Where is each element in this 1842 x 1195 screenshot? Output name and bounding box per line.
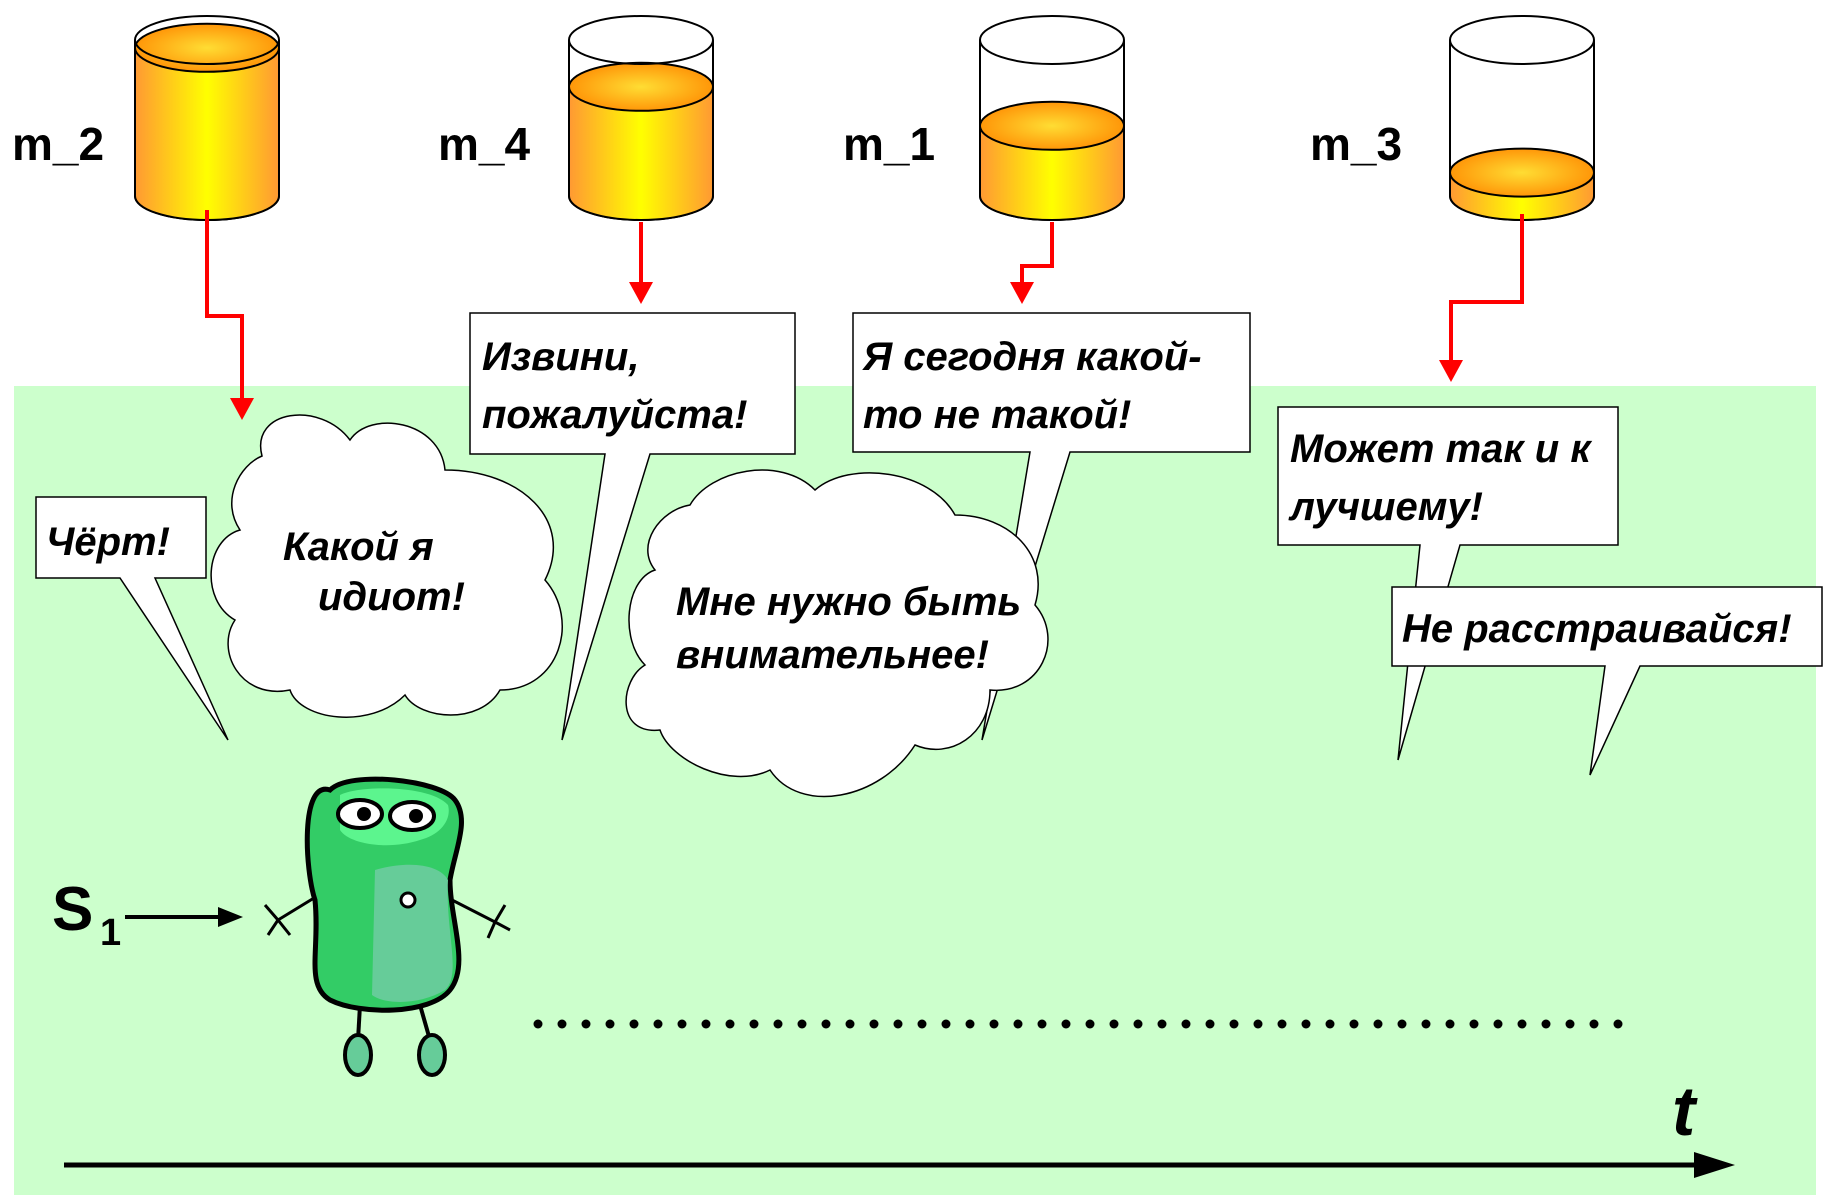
bubble-chert-text: Чёрт! — [46, 520, 170, 564]
thought-attentive-line1: Мне нужно быть — [676, 580, 1021, 624]
thought-cloud-attentive: Мне нужно быть внимательнее! — [625, 469, 1049, 798]
time-axis: t — [64, 1072, 1735, 1178]
beaker-icon — [1449, 15, 1595, 221]
dot — [1205, 1019, 1215, 1029]
dot — [1061, 1019, 1071, 1029]
liquid — [979, 124, 1125, 221]
dot — [893, 1019, 903, 1029]
time-axis-label: t — [1672, 1072, 1698, 1150]
dot — [1517, 1019, 1527, 1029]
bubble-better-line1: Может так и к — [1290, 427, 1592, 471]
dot — [1181, 1019, 1191, 1029]
dot — [797, 1019, 807, 1029]
thought-cloud-idiot: Какой я идиот! — [210, 414, 563, 718]
thought-idiot-line1: Какой я — [283, 525, 434, 569]
jars-row — [134, 15, 1595, 221]
bubble-today-line1: Я сегодня какой- — [862, 335, 1202, 379]
bubble-sorry-line1: Извини, — [482, 335, 639, 379]
dot — [749, 1019, 759, 1029]
red-arrows — [205, 210, 1524, 420]
dot — [1325, 1019, 1335, 1029]
beaker-icon — [979, 15, 1125, 221]
dot — [1253, 1019, 1263, 1029]
bubble-sorry: Извини, пожалуйста! — [469, 312, 796, 741]
dot — [1421, 1019, 1431, 1029]
dot — [653, 1019, 663, 1029]
jar-label-m4: m_4 — [438, 118, 530, 170]
dot — [1277, 1019, 1287, 1029]
dot — [701, 1019, 711, 1029]
dot — [1157, 1019, 1167, 1029]
bubble-sorry-line2: пожалуйста! — [482, 393, 747, 437]
beaker-icon — [134, 15, 280, 221]
jar-label-m2: m_2 — [12, 118, 104, 170]
dot — [1541, 1019, 1551, 1029]
dot — [773, 1019, 783, 1029]
dot — [845, 1019, 855, 1029]
liquid — [134, 46, 280, 221]
dot — [677, 1019, 687, 1029]
dot — [941, 1019, 951, 1029]
dot — [533, 1019, 543, 1029]
dot — [1565, 1019, 1575, 1029]
dot — [1133, 1019, 1143, 1029]
dot — [1397, 1019, 1407, 1029]
beaker-icon — [568, 15, 714, 221]
dot — [1109, 1019, 1119, 1029]
dot — [917, 1019, 927, 1029]
bubble-chert: Чёрт! — [35, 496, 229, 741]
dot — [725, 1019, 735, 1029]
dot — [965, 1019, 975, 1029]
bubble-today: Я сегодня какой- то не такой! — [852, 312, 1251, 741]
dot — [1613, 1019, 1623, 1029]
thought-attentive-line2: внимательнее! — [676, 633, 989, 677]
bubble-better-line2: лучшему! — [1288, 485, 1483, 529]
dot — [1085, 1019, 1095, 1029]
dot — [821, 1019, 831, 1029]
arrow-m2 — [205, 210, 244, 402]
dot — [1589, 1019, 1599, 1029]
dot — [581, 1019, 591, 1029]
bubble-dontworry-text: Не расстраивайся! — [1402, 607, 1792, 651]
dot — [557, 1019, 567, 1029]
state-label: S 1 — [52, 875, 243, 954]
creature-icon — [263, 776, 511, 1077]
dot — [1445, 1019, 1455, 1029]
dot — [1349, 1019, 1359, 1029]
state-letter: S — [52, 875, 93, 944]
dot — [1013, 1019, 1023, 1029]
dot — [1301, 1019, 1311, 1029]
dotted-ellipsis — [533, 1019, 1623, 1029]
dot — [629, 1019, 639, 1029]
state-subscript: 1 — [100, 912, 121, 954]
bubble-better: Может так и к лучшему! — [1277, 406, 1619, 761]
dot — [1229, 1019, 1239, 1029]
arrow-m1 — [1020, 222, 1054, 286]
dot — [869, 1019, 879, 1029]
arrow-m3 — [1449, 214, 1524, 364]
dot — [1373, 1019, 1383, 1029]
thought-idiot-line2: идиот! — [318, 575, 465, 619]
jar-label-m1: m_1 — [843, 118, 935, 170]
bubble-today-line2: то не такой! — [863, 393, 1131, 437]
dot — [989, 1019, 999, 1029]
dot — [605, 1019, 615, 1029]
liquid — [568, 85, 714, 221]
dot — [1469, 1019, 1479, 1029]
bubble-dontworry: Не расстраивайся! — [1391, 586, 1823, 776]
jar-label-m3: m_3 — [1310, 118, 1402, 170]
dot — [1493, 1019, 1503, 1029]
dot — [1037, 1019, 1047, 1029]
